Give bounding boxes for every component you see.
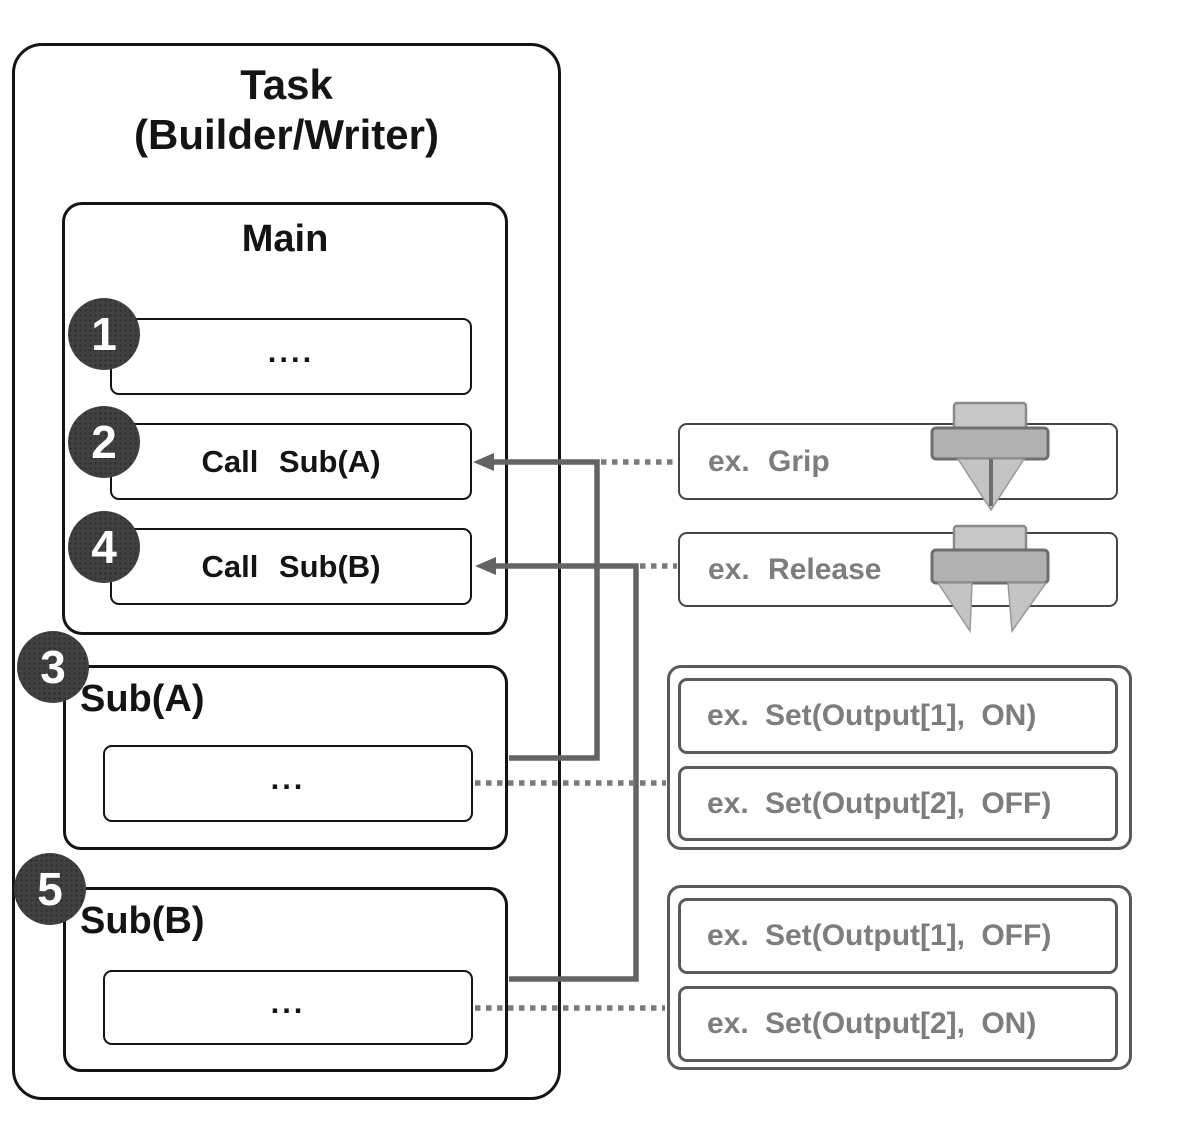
sub-b-example-1-label: ex. Set(Output[1], OFF) xyxy=(707,919,1052,952)
task-title-line2: (Builder/Writer) xyxy=(134,111,439,158)
step-badge-2: 2 xyxy=(68,406,140,478)
sub-a-example-2-box: ex. Set(Output[2], OFF) xyxy=(678,766,1118,841)
task-title: Task (Builder/Writer) xyxy=(12,60,561,160)
gripper-open-icon xyxy=(930,524,1050,634)
main-title: Main xyxy=(241,218,329,260)
step-badge-3: 3 xyxy=(17,631,89,703)
sub-a-example-2-label: ex. Set(Output[2], OFF) xyxy=(707,786,1052,820)
example-grip-label: ex. Grip xyxy=(708,444,830,478)
call-sub-b-label: Call Sub(B) xyxy=(201,548,381,584)
step-badge-1: 1 xyxy=(68,298,140,370)
sub-b-example-1-box: ex. Set(Output[1], OFF) xyxy=(678,898,1118,974)
sub-b-body-box: ... xyxy=(103,970,473,1045)
sub-a-body-label: ... xyxy=(270,760,306,796)
sub-a-example-1-box: ex. Set(Output[1], ON) xyxy=(678,678,1118,754)
gripper-closed-icon xyxy=(930,401,1050,512)
main-statement-call-sub-b: Call Sub(B) xyxy=(110,528,472,605)
main-statement-call-sub-a: Call Sub(A) xyxy=(110,423,472,500)
example-grip-box: ex. Grip xyxy=(678,423,1118,500)
sub-b-example-2-box: ex. Set(Output[2], ON) xyxy=(678,986,1118,1062)
main-statement-1: .... xyxy=(110,318,472,395)
sub-b-example-2-label: ex. Set(Output[2], ON) xyxy=(707,1007,1037,1040)
sub-a-body-box: ... xyxy=(103,745,473,822)
example-release-label: ex. Release xyxy=(708,552,882,586)
step-badge-4: 4 xyxy=(68,511,140,583)
sub-a-title: Sub(A) xyxy=(80,678,205,720)
sub-b-body-label: ... xyxy=(270,984,306,1020)
sub-b-title: Sub(B) xyxy=(80,900,205,942)
example-release-box: ex. Release xyxy=(678,532,1118,607)
task-title-line1: Task xyxy=(240,61,333,108)
call-sub-a-label: Call Sub(A) xyxy=(201,443,381,479)
sub-a-example-1-label: ex. Set(Output[1], ON) xyxy=(707,699,1037,732)
step-badge-5: 5 xyxy=(14,853,86,925)
statement-1-label: .... xyxy=(267,333,315,369)
